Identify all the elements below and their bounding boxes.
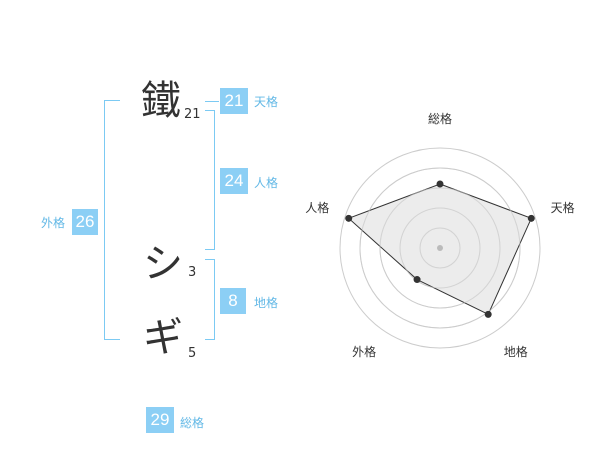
jinkaku-bracket <box>205 110 215 250</box>
radar-axis-label: 地格 <box>503 345 528 360</box>
radar-axis-label: 外格 <box>352 345 377 360</box>
radar-point-1 <box>436 180 444 188</box>
tenkaku-connector <box>205 101 219 102</box>
stroke-count-1: 21 <box>184 107 201 122</box>
name-char-3: ギ <box>143 315 183 361</box>
radar-point-4 <box>413 276 421 284</box>
chikaku-badge: 8 <box>220 288 246 314</box>
stroke-count-3: 5 <box>188 346 197 361</box>
radar-axis-label: 天格 <box>550 201 575 216</box>
chikaku-label: 地格 <box>254 296 279 310</box>
chikaku-bracket <box>205 259 215 340</box>
radar-axis-label: 人格 <box>305 201 330 216</box>
jinkaku-label: 人格 <box>254 176 279 190</box>
radar-ring-overlay <box>399 207 481 289</box>
radar-axis-label: 総格 <box>427 112 453 126</box>
radar-point-5 <box>345 214 353 222</box>
gaikaku-badge: 26 <box>72 209 98 235</box>
radar-ring-overlay <box>379 187 501 309</box>
radar-point-3 <box>484 310 492 318</box>
soukaku-label: 総格 <box>180 416 205 430</box>
gaikaku-bracket <box>104 100 120 340</box>
tenkaku-label: 天格 <box>254 95 279 109</box>
radar-point-2 <box>527 214 535 222</box>
radar-ring-overlay <box>419 227 461 269</box>
radar-center <box>437 245 443 251</box>
name-char-2: シ <box>143 241 183 287</box>
tenkaku-badge: 21 <box>220 88 248 114</box>
stroke-count-2: 3 <box>188 265 197 280</box>
radar-ring-overlay <box>359 167 521 329</box>
soukaku-badge: 29 <box>146 407 174 433</box>
jinkaku-badge: 24 <box>220 168 248 194</box>
gaikaku-label: 外格 <box>41 216 66 230</box>
name-char-1: 鐵 <box>141 78 181 124</box>
